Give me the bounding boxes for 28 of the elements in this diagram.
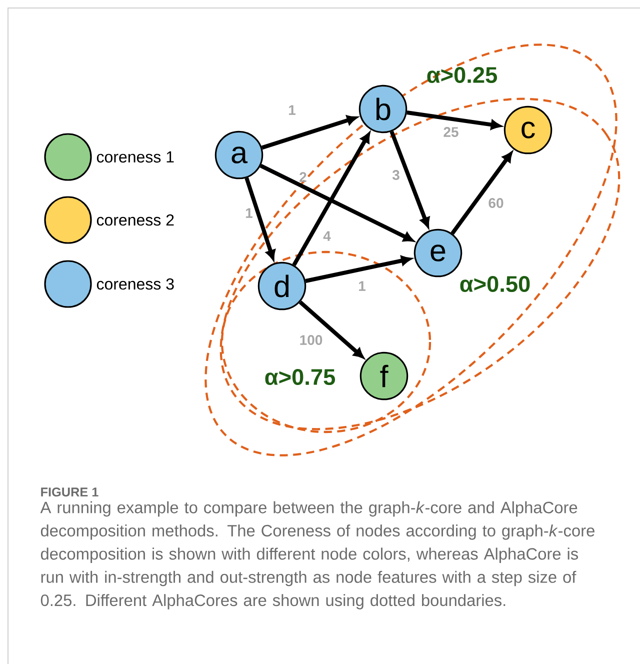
threshold-label: α>0.75 [265,368,336,386]
arrow [298,300,364,358]
legend-label: coreness 2 [96,214,174,226]
legend-label: coreness 3 [96,278,174,290]
edge-label: 60 [488,198,504,208]
edge-label: 100 [300,335,322,345]
arrow [292,132,370,266]
graph-node: a [214,130,264,180]
graph-node: e [414,228,462,278]
figure-label: FIGURE 1 [41,488,98,496]
edge-label: 4 [323,231,331,241]
edge-label: 1 [358,281,366,291]
arrow [450,152,512,235]
graph-node: d [258,262,306,310]
edge-label: 2 [300,172,306,182]
edge-label: 1 [288,105,296,115]
threshold-label: α>0.25 [427,66,498,84]
caption: A running example to compare between the graph-k-core and AlphaCore decomposition methods. The Coreness of nodes according to graph-k-core decomposition is shown with different node colors, whereas AlphaCore is run with in-strength and out-strength as node features with a step size of 0.25. Different AlphaCores are shown using dotted boundaries. [40,501,594,610]
arrow [305,256,412,283]
graph-node: c [504,106,552,154]
graph-node: f [360,352,408,400]
threshold-label: α>0.50 [460,276,530,292]
arrow [260,164,414,242]
edge-label: 25 [444,127,458,137]
arrow [261,115,357,150]
legend-label: coreness 1 [96,151,174,163]
arrow [406,110,501,130]
graph-node: b [358,84,408,134]
